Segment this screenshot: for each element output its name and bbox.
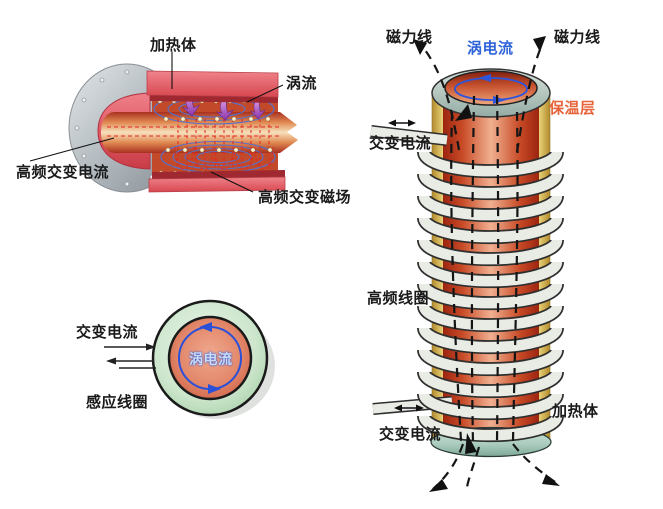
vertical-coil-graphic bbox=[370, 36, 564, 492]
label-alternating-current-bottom: 交变电流 bbox=[379, 426, 442, 443]
flux-arrow-icons bbox=[181, 92, 266, 121]
label-hf-alternating-magnetic-field: 高频交变磁场 bbox=[258, 189, 352, 206]
heated-core bbox=[167, 315, 253, 401]
label-high-frequency-coil: 高频线圈 bbox=[367, 290, 430, 307]
current-arrow-icons bbox=[104, 343, 156, 369]
current-double-arrow-icons bbox=[388, 119, 424, 412]
label-eddy-current-core: 涡电流 bbox=[189, 351, 233, 367]
workpiece-shaft bbox=[101, 112, 298, 153]
cutaway-furnace-graphic bbox=[29, 52, 298, 193]
label-heating-body-coil: 加热体 bbox=[552, 403, 599, 420]
coil-cross-section-graphic bbox=[104, 299, 275, 419]
label-alternating-current-cross-section: 交变电流 bbox=[76, 324, 139, 341]
eddy-current-dashes bbox=[107, 119, 279, 170]
label-hf-alternating-current: 高频交变电流 bbox=[16, 164, 110, 181]
eddy-arrow-icon bbox=[208, 384, 221, 394]
field-line-arrow-icons bbox=[413, 36, 560, 492]
label-magnetic-field-line-left: 磁力线 bbox=[386, 29, 433, 46]
label-eddy-current-cutaway: 涡流 bbox=[286, 75, 318, 92]
label-magnetic-field-line-right: 磁力线 bbox=[554, 29, 601, 46]
eddy-arrow-icon bbox=[478, 74, 491, 82]
label-alternating-current-top: 交变电流 bbox=[369, 135, 432, 152]
coil-lead-top-fill bbox=[370, 126, 448, 145]
label-insulation-layer: 保温层 bbox=[549, 100, 596, 117]
furnace-wall-bottom bbox=[148, 176, 286, 193]
magnetic-field-loops bbox=[153, 93, 276, 174]
inner-lip-bottom bbox=[152, 170, 285, 179]
label-induction-coil: 感应线圈 bbox=[86, 394, 149, 411]
leader-lines bbox=[29, 52, 284, 193]
coil-turns-tube bbox=[418, 151, 563, 441]
label-eddy-current-coil: 涡电流 bbox=[467, 40, 514, 57]
top-opening bbox=[444, 70, 538, 106]
furnace-wall-top bbox=[146, 70, 279, 98]
inner-lip-top bbox=[150, 95, 278, 103]
eddy-arrow-icon bbox=[199, 322, 212, 332]
label-heating-body-cutaway: 加热体 bbox=[150, 37, 197, 54]
